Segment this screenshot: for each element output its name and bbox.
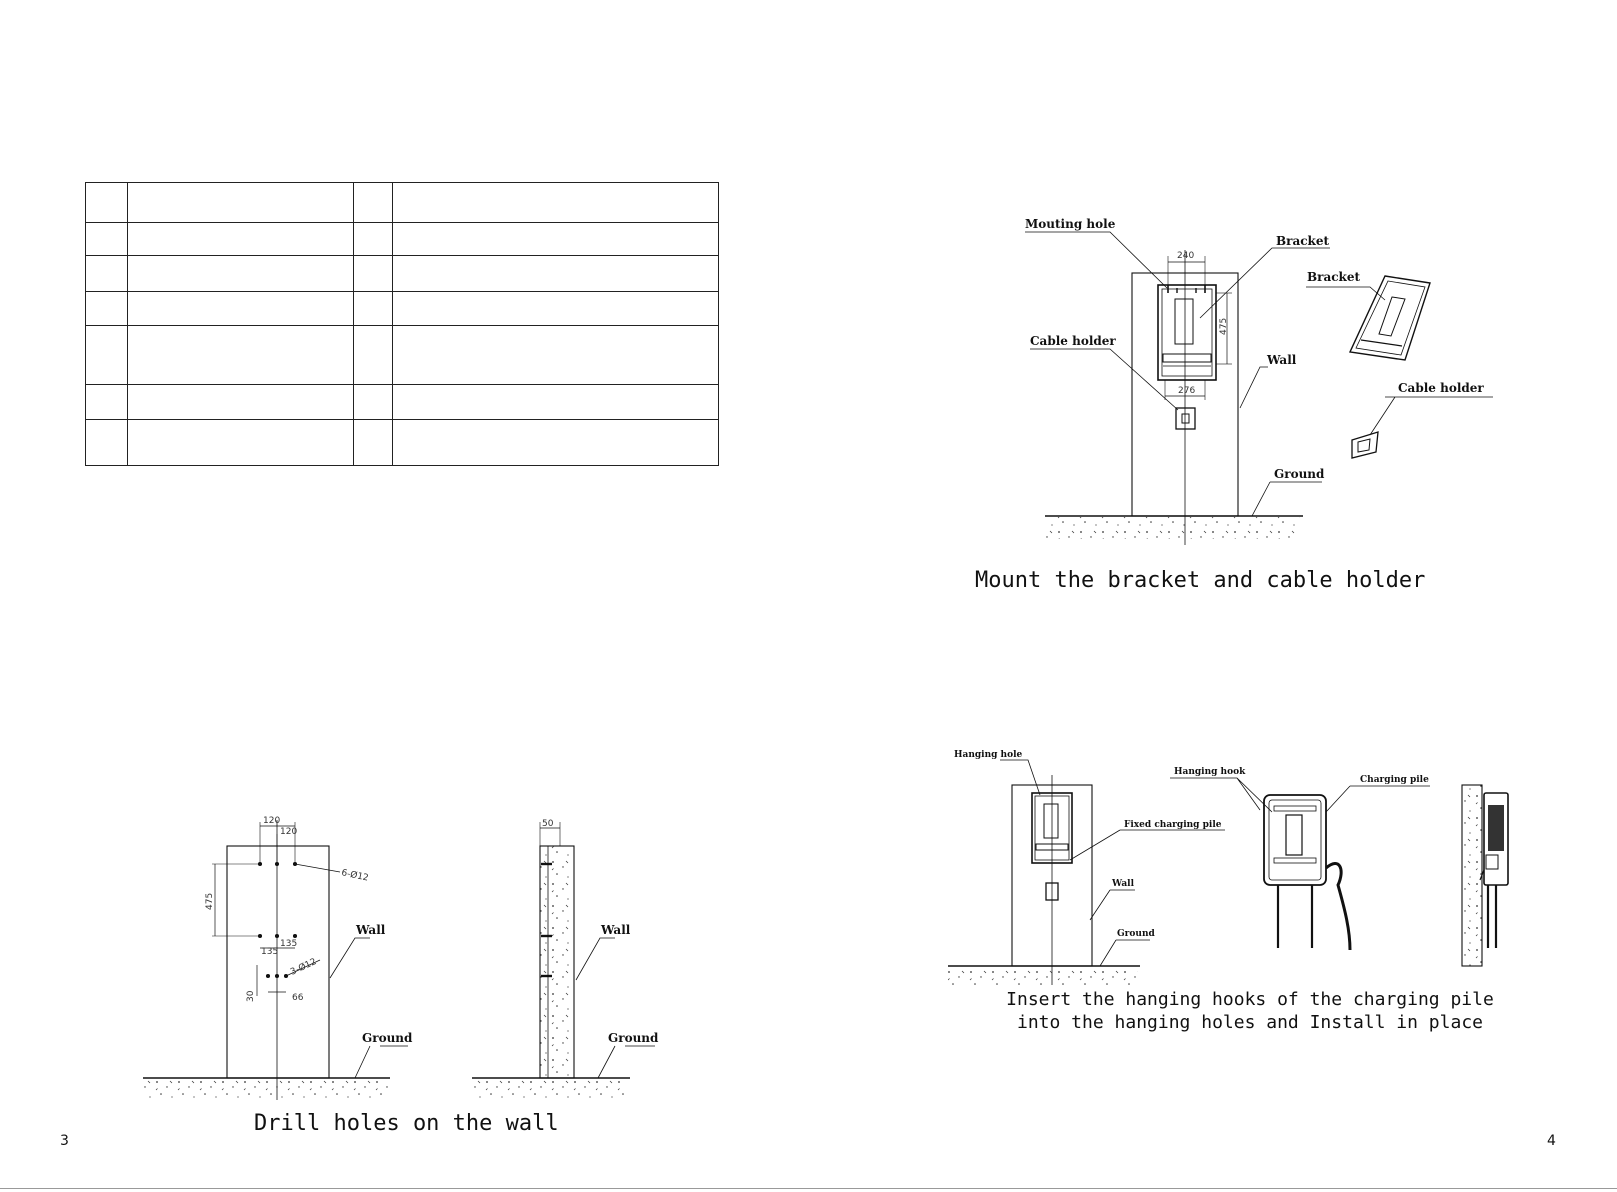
dim-135-b: 135 <box>280 939 297 949</box>
table-cell <box>127 419 354 466</box>
dim-30: 30 <box>246 990 256 1002</box>
dim-66: 66 <box>292 993 304 1003</box>
charging-pile-label: Charging pile <box>1360 775 1429 785</box>
table-cell <box>353 255 393 292</box>
table-cell <box>127 222 354 256</box>
cable-holder-front <box>1175 407 1196 430</box>
table-row <box>85 222 719 256</box>
dim-276: 276 <box>1178 386 1195 396</box>
table-cell <box>392 255 719 292</box>
hanging-hole-label: Hanging hole <box>954 750 1023 760</box>
hanging-hook-label: Hanging hook <box>1174 767 1246 777</box>
dim-475: 475 <box>1219 318 1229 335</box>
table-cell <box>353 222 393 256</box>
table-cell <box>392 419 719 466</box>
table-cell <box>127 291 354 326</box>
table-row <box>85 255 719 292</box>
holes-top-label: 6-Ø12 <box>340 867 369 883</box>
table-cell <box>392 325 719 385</box>
ground-front-label: Ground <box>362 1031 413 1045</box>
table-cell <box>353 182 393 223</box>
wall-side-label: Wall <box>600 923 631 937</box>
table-cell <box>85 182 128 223</box>
cable-holder-label: Cable holder <box>1030 334 1116 348</box>
dim-135-a: 135 <box>261 947 278 957</box>
table-cell <box>85 291 128 326</box>
dim-120-a: 120 <box>263 816 280 826</box>
mount-caption: Mount the bracket and cable holder <box>975 568 1426 593</box>
ground-label: Ground <box>1274 467 1325 481</box>
cable-holder-iso <box>1351 431 1379 459</box>
table-cell <box>353 325 393 385</box>
table-cell <box>392 291 719 326</box>
drill-side-figure <box>472 822 655 1101</box>
wall-side-3 <box>1461 784 1483 967</box>
mouting-hole-label: Mouting hole <box>1025 217 1116 231</box>
charging-pile-front <box>1263 794 1327 886</box>
page-number-left: 3 <box>60 1133 69 1149</box>
bracket-iso-label: Bracket <box>1307 270 1360 284</box>
hang-caption-line2: into the hanging holes and Install in pl… <box>1017 1012 1483 1033</box>
dim-475-drill: 475 <box>205 893 215 910</box>
dim-50: 50 <box>542 819 554 829</box>
bracket-label: Bracket <box>1276 234 1329 248</box>
hang-figure <box>948 759 1509 985</box>
drill-caption: Drill holes on the wall <box>254 1111 559 1136</box>
page-number-right: 4 <box>1547 1133 1556 1149</box>
bottom-rule <box>0 1188 1617 1189</box>
parts-table <box>85 182 719 466</box>
dim-240: 240 <box>1177 251 1194 261</box>
drill-front-figure <box>143 820 408 1101</box>
bracket-iso <box>1348 275 1431 361</box>
dim-120-b: 120 <box>280 827 297 837</box>
table-row <box>85 291 719 326</box>
wall-label: Wall <box>1266 353 1297 367</box>
fixed-charging-pile-label: Fixed charging pile <box>1124 820 1222 830</box>
ground-hatch <box>1045 517 1300 539</box>
wall-label-3: Wall <box>1111 879 1135 889</box>
hang-caption-line1: Insert the hanging hooks of the charging… <box>1006 989 1494 1010</box>
holes-bottom-label: 3-Ø12 <box>289 956 319 978</box>
table-cell <box>85 255 128 292</box>
cable-holder-iso-label: Cable holder <box>1398 381 1484 395</box>
wall-side-section <box>539 845 575 1079</box>
table-row <box>85 419 719 466</box>
ground-label-3: Ground <box>1117 929 1156 939</box>
mount-figure <box>1025 231 1493 545</box>
bracket-outline <box>1157 284 1217 381</box>
ground-side-label: Ground <box>608 1031 659 1045</box>
wall-front-label: Wall <box>355 923 386 937</box>
table-cell <box>353 419 393 466</box>
